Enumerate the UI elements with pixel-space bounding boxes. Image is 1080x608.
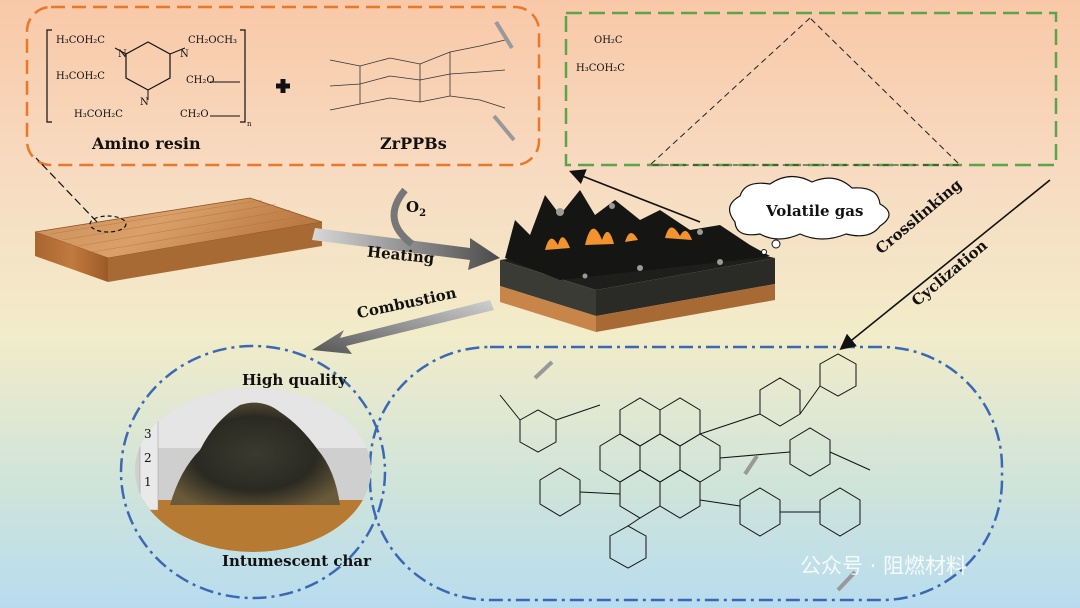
polymer-bracket-right [240,29,246,123]
amino-n-1: N [118,49,127,60]
label-o2: O2 [406,198,427,219]
zr-rod-bottom [492,114,516,142]
ruler-mark-3: 3 [144,427,152,441]
magnify-spot [89,215,127,233]
o2-arrow [390,187,415,247]
label-high-quality: High quality [242,371,347,389]
green-frame [564,11,1058,167]
wood-board-front [35,232,108,282]
amino-formula-right-mid: CH₂O [186,75,215,86]
crosslinking-arrow [839,179,1051,351]
zr-rod-top [494,20,514,50]
magnify-line [35,157,98,223]
char-speckles [556,203,723,279]
blue-frame-char-structure [368,345,1004,602]
ruler-mark-1: 1 [144,475,152,489]
label-intumescent-char: Intumescent char [222,552,372,570]
wood-grain [49,199,305,253]
triazine-ring [125,41,171,91]
amino-subscript-n: n [247,120,252,128]
amino-n-3: N [140,97,149,108]
polymer-bracket-left [46,29,52,123]
amino-formula-right-top: CH₂OCH₃ [188,35,237,46]
char-board-base-front [500,286,596,332]
label-amino-resin: Amino resin [92,134,201,153]
char-photo [135,388,371,552]
wood-board-side [108,222,322,282]
zr-rod-struct-1 [533,360,554,380]
ruler-mark-2: 2 [144,451,152,465]
combustion-arrow [312,300,494,354]
amino-formula-left-bot: H₃COH₂C [74,109,123,120]
gas-formula-left-top: OH₂C [594,35,623,46]
watermark: 公众号 · 阻燃材料 [800,554,968,578]
char-network [499,353,871,569]
zrppbs-network [329,39,506,111]
amino-formula-left-top: H₃COH₂C [56,35,105,46]
zr-rod-struct-3 [836,570,857,592]
char-board-front [500,260,596,316]
blue-frame-char-photo [119,344,387,600]
label-zrppbs: ZrPPBs [380,134,447,153]
char-flakes [505,190,770,280]
label-volatile-gas: Volatile gas [766,202,864,220]
orange-frame [25,5,541,167]
char-board-base-side [596,284,775,332]
amino-formula-bot-right: CH₂O [180,109,209,120]
heating-arrow [312,228,500,270]
plus-sign [276,79,290,93]
volatile-gas-cloud [729,175,890,240]
amino-n-2: N [180,49,189,60]
gas-release-arrow [569,169,701,223]
flames [545,227,692,250]
amino-formula-left-mid: H₃COH₂C [56,71,105,82]
gas-triangle [648,17,962,166]
zr-rod-struct-2 [743,454,759,476]
char-board-side [596,258,775,316]
gas-formula-left-bot: H₃COH₂C [576,63,625,74]
